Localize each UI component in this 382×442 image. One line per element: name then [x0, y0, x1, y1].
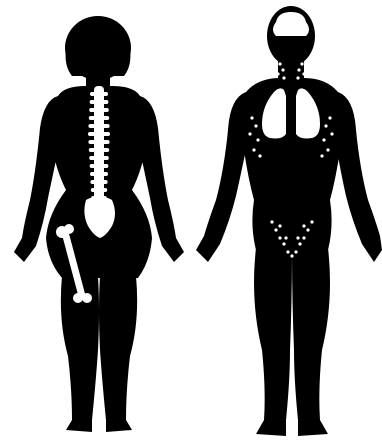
vertebra [89, 156, 109, 160]
axillary-lymph-node [254, 124, 257, 127]
inguinal-lymph-node [284, 236, 287, 239]
neck-lymph-node [282, 76, 285, 79]
axillary-lymph-node [252, 148, 255, 151]
axillary-lymph-node [258, 154, 261, 157]
male-right-leg [292, 248, 330, 436]
male-right-arm [334, 92, 382, 262]
vertebra [90, 172, 108, 176]
inguinal-lymph-node [270, 220, 273, 223]
inguinal-lymph-node [296, 236, 299, 239]
neck-lymph-node [276, 72, 279, 75]
neck-lymph-node [302, 72, 305, 75]
vertebra [90, 92, 108, 96]
vertebra [88, 140, 109, 144]
inguinal-lymph-node [290, 254, 293, 257]
neck-lymph-node [296, 76, 299, 79]
neck-lymph-node [300, 62, 303, 65]
neck-lymph-node [297, 68, 300, 71]
male-left-leg [254, 248, 292, 436]
axillary-lymph-node [326, 148, 329, 151]
male-figure [196, 6, 382, 436]
inguinal-lymph-node [306, 228, 309, 231]
axillary-lymph-node [248, 132, 251, 135]
vertebra [88, 132, 110, 136]
male-left-arm [196, 92, 250, 262]
axillary-lymph-node [256, 138, 259, 141]
female-right-leg [99, 276, 137, 432]
female-hair [66, 17, 131, 76]
vertebra [90, 100, 109, 104]
axillary-lymph-node [250, 116, 253, 119]
neck-lymph-node [278, 62, 281, 65]
inguinal-lymph-node [278, 224, 281, 227]
inguinal-lymph-node [274, 228, 277, 231]
inguinal-lymph-node [294, 250, 297, 253]
inguinal-lymph-node [278, 236, 281, 239]
inguinal-lymph-node [282, 242, 285, 245]
axillary-lymph-node [328, 116, 331, 119]
vertebra [89, 108, 109, 112]
inguinal-lymph-node [302, 224, 305, 227]
vertebra [91, 188, 107, 192]
inguinal-lymph-node [298, 242, 301, 245]
vertebra [90, 180, 107, 184]
axillary-lymph-node [330, 132, 333, 135]
vertebra [88, 124, 109, 128]
vertebra [89, 116, 109, 120]
female-figure [14, 16, 184, 432]
neck-lymph-node [281, 68, 284, 71]
inguinal-lymph-node [310, 220, 313, 223]
male-torso [241, 78, 342, 250]
axillary-lymph-node [320, 154, 323, 157]
axillary-lymph-node [324, 124, 327, 127]
inguinal-lymph-node [302, 236, 305, 239]
axillary-lymph-node [322, 138, 325, 141]
vertebra [90, 164, 109, 168]
vertebra [89, 148, 109, 152]
inguinal-lymph-node [286, 250, 289, 253]
